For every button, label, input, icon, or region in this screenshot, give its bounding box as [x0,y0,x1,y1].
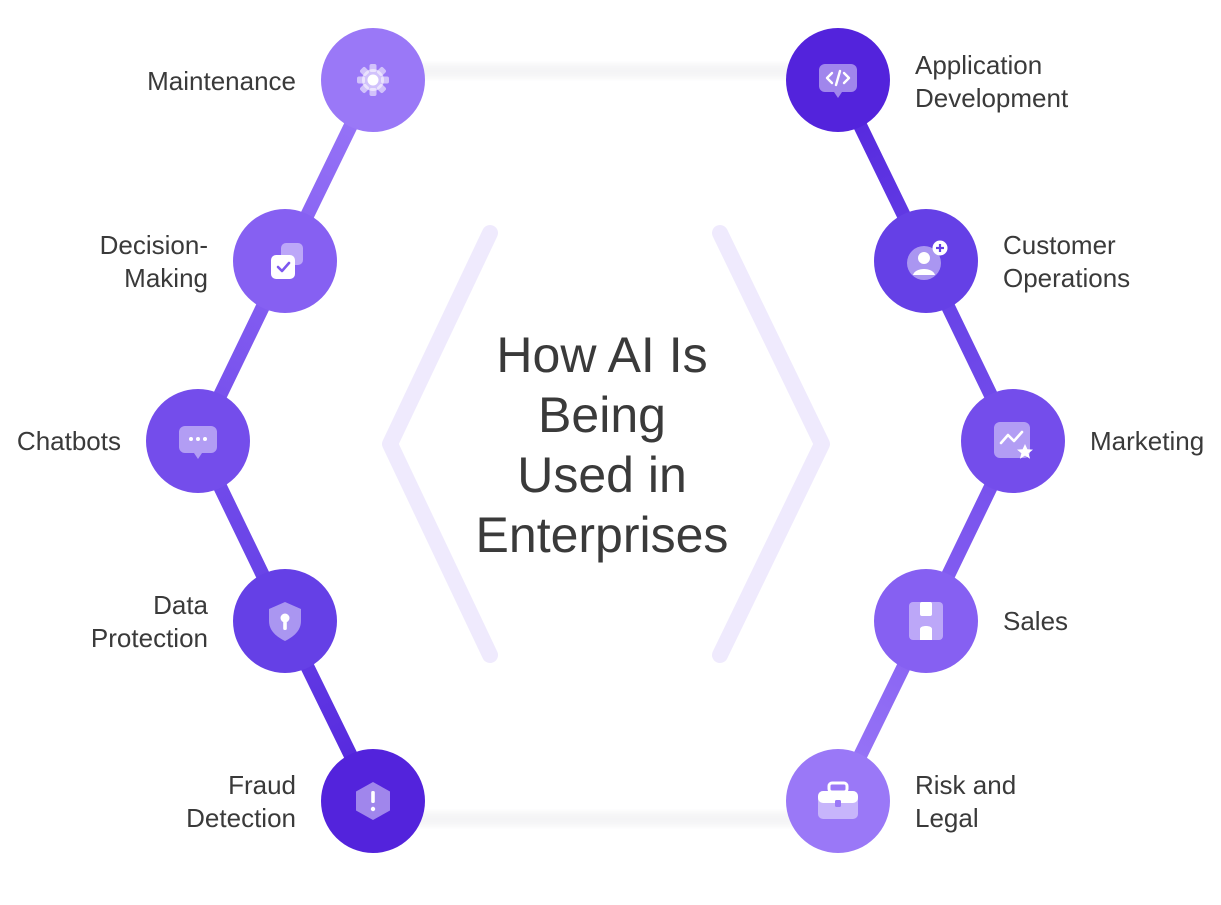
label-line: Development [915,83,1069,113]
label-line: Marketing [1090,426,1205,456]
label-line: Protection [90,623,208,653]
bottom-connector-band [410,812,810,826]
label-line: Maintenance [147,66,296,96]
alert-hexagon-icon [356,782,390,820]
right-node-4 [874,569,978,673]
checklist-icon [271,243,303,279]
chart-star-icon [994,422,1033,459]
title-line: How AI Is [496,327,708,383]
label-marketing: Marketing [1090,425,1204,458]
label-line: Application [915,50,1043,80]
gear-icon [357,64,389,96]
user-add-icon [907,240,948,280]
right-node-2 [874,209,978,313]
label-data-protection: Data Protection [91,589,208,655]
label-line: Risk and [915,770,1017,800]
label-line: Making [124,263,208,293]
left-node-3 [146,389,250,493]
right-node-1 [786,28,890,132]
briefcase-icon [818,781,858,819]
left-nodes [146,28,425,853]
left-node-5 [321,749,425,853]
right-chevron [712,225,830,663]
label-line: Data [153,590,208,620]
left-node-1 [321,28,425,132]
label-line: Customer [1003,230,1116,260]
label-line: Decision- [99,230,208,260]
label-decision-making: Decision- Making [100,229,208,295]
left-node-4 [233,569,337,673]
label-line: Chatbots [16,426,121,456]
top-connector-band [410,64,810,78]
left-node-2 [233,209,337,313]
label-line: Fraud [228,770,296,800]
label-maintenance: Maintenance [147,65,296,98]
label-fraud-detection: Fraud Detection [186,769,296,835]
label-line: Detection [186,803,296,833]
label-line: Legal [915,803,979,833]
label-application-development: Application Development [915,49,1068,115]
label-customer-operations: Customer Operations [1003,229,1130,295]
diagram-title: How AI Is Being Used in Enterprises [432,325,772,565]
title-line: Enterprises [475,507,729,563]
title-line: Being [538,387,666,443]
label-sales: Sales [1003,605,1068,638]
label-line: Sales [1003,606,1069,636]
left-chevron [382,225,498,663]
right-node-3 [961,389,1065,493]
label-line: Operations [1003,263,1131,293]
label-chatbots: Chatbots [17,425,121,458]
code-bubble-icon [819,64,857,98]
right-nodes [786,28,1065,853]
right-node-5 [786,749,890,853]
storefront-icon [909,602,943,640]
title-line: Used in [517,447,687,503]
chat-bubble-icon [179,426,217,459]
node-circle [874,569,978,673]
shield-keyhole-icon [269,602,301,641]
label-risk-and-legal: Risk and Legal [915,769,1016,835]
